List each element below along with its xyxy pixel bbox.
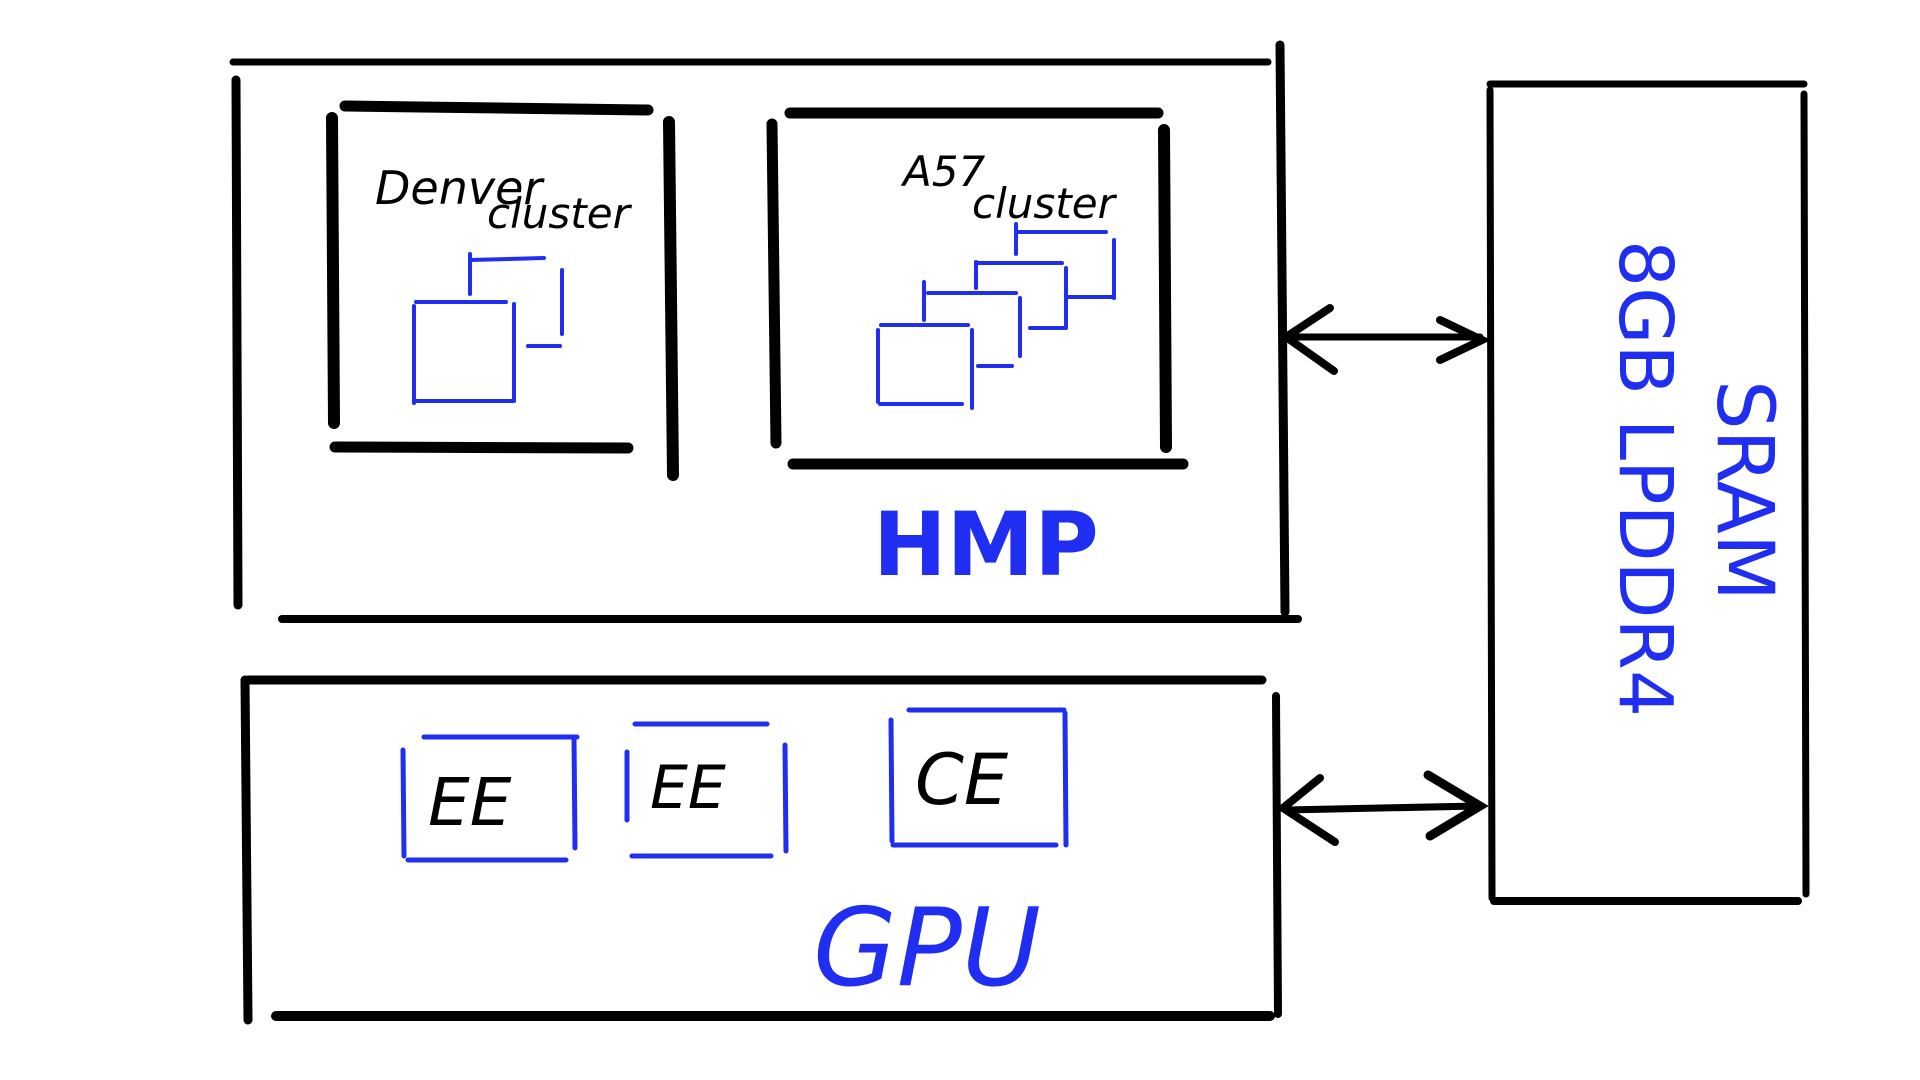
denver-cluster-subtitle: cluster: [487, 189, 633, 238]
gpu-label: GPU: [813, 886, 1041, 1011]
a57-cores-icon: [876, 222, 1116, 410]
hmp-label: HMP: [873, 493, 1099, 596]
gpu-unit-ce: CE: [888, 707, 1069, 848]
memory-sram-label: SRAM: [1699, 380, 1789, 601]
hmp-memory-arrow: [1278, 304, 1492, 375]
memory-lpddr4-label: 8GB LPDDR4: [1602, 240, 1688, 717]
a57-cluster-subtitle: cluster: [972, 179, 1118, 228]
gpu-unit-ce-label: CE: [915, 739, 1009, 821]
denver-cores-icon: [412, 252, 564, 405]
gpu-unit-ee-2-label: EE: [650, 753, 726, 823]
gpu-memory-arrow: [1276, 770, 1489, 846]
gpu-unit-ee-1: EE: [400, 734, 580, 863]
a57-cluster-box: [766, 107, 1189, 470]
hmp-box: [229, 40, 1302, 623]
a57-cluster-title: A57: [900, 147, 985, 196]
denver-cluster-box: [326, 100, 679, 481]
gpu-box: [240, 675, 1282, 1025]
gpu-unit-ee-1-label: EE: [428, 764, 512, 841]
gpu-unit-ee-2: EE: [624, 721, 789, 859]
memory-box: [1486, 80, 1810, 905]
denver-cluster-title: Denver: [375, 161, 545, 215]
